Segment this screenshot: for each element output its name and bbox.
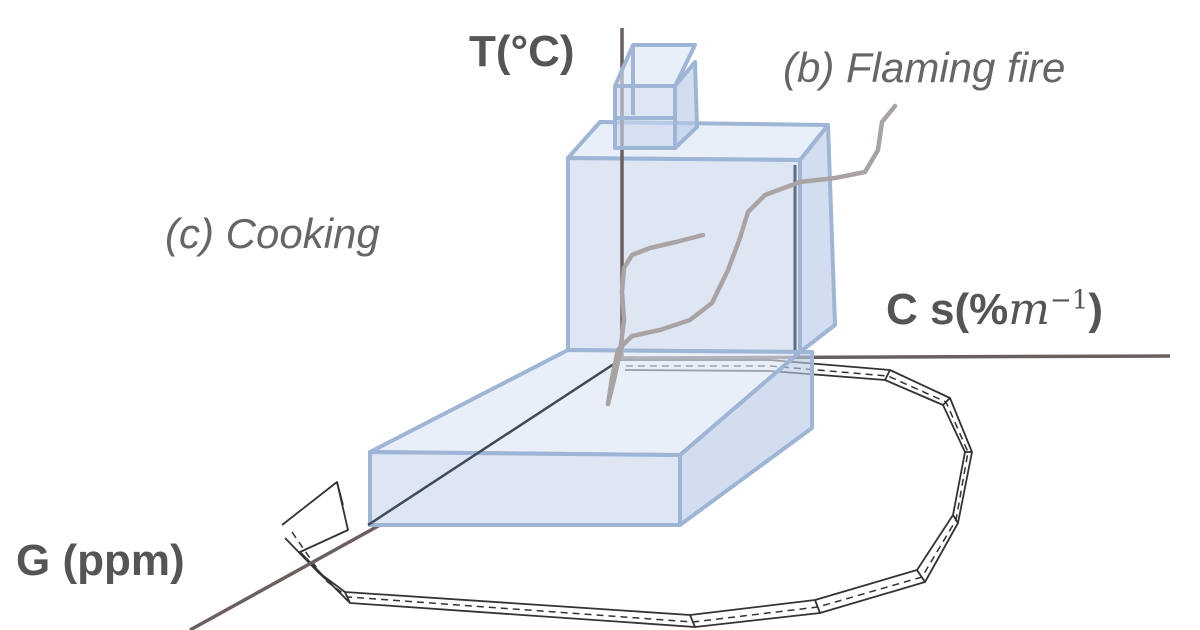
smoke-unit-variable: m	[1008, 284, 1050, 335]
smoke-axis-label: C s(%m−1)	[886, 284, 1103, 335]
ring-inner-edge	[284, 369, 966, 616]
top-cube	[613, 43, 699, 150]
trajectory-curves	[605, 103, 898, 407]
temperature-axis-label: T(°C)	[469, 27, 575, 76]
gas-axis-label: G (ppm)	[16, 536, 185, 585]
flaming-fire-trajectory	[605, 103, 898, 407]
gas-axis-line	[189, 523, 381, 630]
ring-dashed-edge	[291, 365, 969, 623]
flaming-fire-label: (b) Flaming fire	[783, 44, 1066, 91]
gas-axis-inner-line	[367, 358, 621, 527]
ring-segment-ticks	[317, 369, 972, 628]
flaming-fire-box-side-face	[798, 123, 837, 354]
cooking-trajectory	[605, 232, 706, 407]
nuisance-ring-region	[281, 359, 973, 628]
cooking-box	[368, 348, 814, 527]
cooking-label: (c) Cooking	[165, 210, 380, 257]
smoke-unit-exponent: −1	[1049, 285, 1089, 316]
cooking-box-front-face	[368, 450, 682, 527]
